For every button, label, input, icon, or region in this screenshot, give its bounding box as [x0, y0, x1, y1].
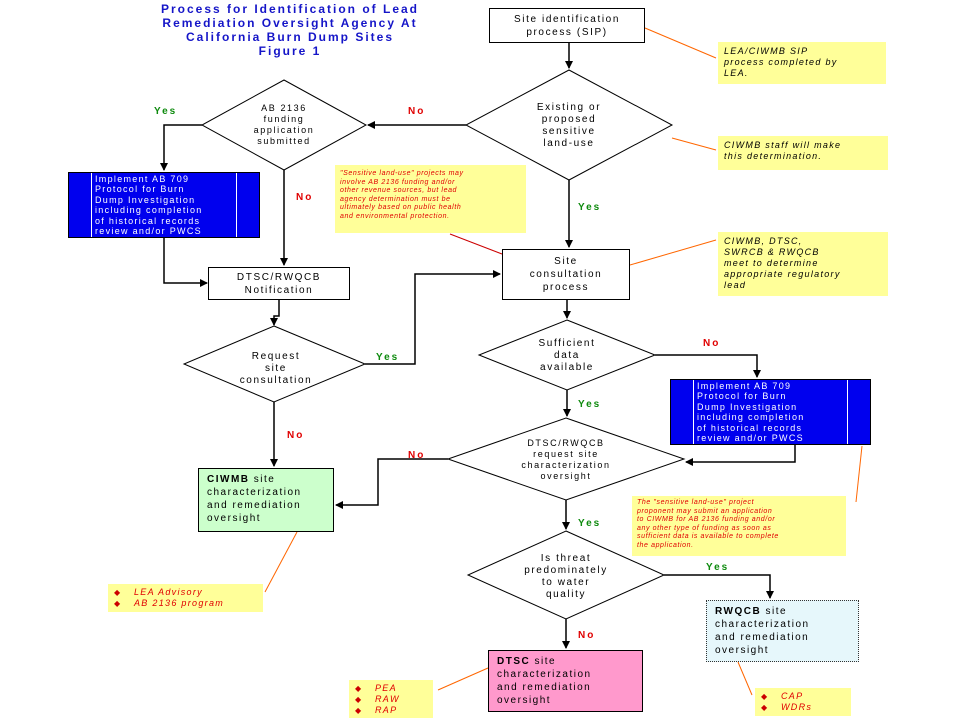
bullet-item: ◆AB 2136 program: [114, 598, 225, 608]
title-line-4: Figure 1: [258, 44, 322, 58]
arrow-implement-right-back: [685, 445, 796, 466]
label-yes-existing: Yes: [578, 202, 602, 213]
arrow-implement-to-notification: [163, 238, 208, 287]
label-yes-threat: Yes: [706, 562, 730, 573]
bullet-item: ◆RAW: [355, 694, 400, 704]
leader-sensitive-note: [449, 233, 503, 255]
diamond-bullet-icon: ◆: [114, 599, 122, 608]
bullet-item: ◆LEA Advisory: [114, 587, 203, 597]
note-sensitive-land-use: "Sensitive land-use" projects may involv…: [335, 165, 526, 233]
label-request: Request site consultation: [239, 351, 313, 386]
arrow-request-yes: [365, 270, 501, 365]
diamond-bullet-icon: ◆: [355, 706, 363, 715]
diamond-bullet-icon: ◆: [355, 684, 363, 693]
arrow-threat-yes: [664, 574, 774, 599]
label-no-request: No: [287, 430, 305, 441]
node-ciwmb-oversight: CIWMB site characterization and remediat…: [198, 468, 334, 532]
leader-pea: [437, 667, 489, 691]
arrow-notification-to-request: [270, 300, 280, 326]
label-yes-dtsc-request: Yes: [578, 518, 602, 529]
bullets-lea-advisory: ◆LEA Advisory ◆AB 2136 program: [108, 584, 263, 612]
title-line-1: Process for Identification of Lead: [160, 2, 420, 16]
label-no-ab2136: No: [296, 192, 314, 203]
bullet-item: ◆WDRs: [761, 702, 813, 712]
leader-lea: [264, 531, 298, 593]
leader-sip-note: [644, 27, 717, 59]
diamond-bullet-icon: ◆: [114, 588, 122, 597]
node-notification: DTSC/RWQCB Notification: [208, 267, 350, 300]
label-sufficient: Sufficient data available: [538, 338, 596, 373]
bullets-pea: ◆PEA ◆RAW ◆RAP: [349, 680, 433, 718]
bullet-item: ◆CAP: [761, 691, 804, 701]
note-proponent-application: The "sensitive land-use" project propone…: [632, 496, 846, 556]
label-yes-sufficient: Yes: [578, 399, 602, 410]
label-dtsc-request: DTSC/RWQCB request site characterization…: [521, 438, 611, 481]
label-yes-request: Yes: [376, 352, 400, 363]
bullet-item: ◆RAP: [355, 705, 398, 715]
diamond-bullet-icon: ◆: [761, 703, 769, 712]
label-ab2136: AB 2136 funding application submitted: [253, 103, 315, 146]
arrow-dtsc-request-no: [335, 458, 448, 509]
leader-meet-note: [629, 239, 717, 266]
label-no-existing: No: [408, 106, 426, 117]
node-implement-left: Implement AB 709 Protocol for Burn Dump …: [68, 172, 260, 238]
label-yes-ab2136: Yes: [154, 106, 178, 117]
label-threat: Is threat predominately to water quality: [524, 553, 608, 600]
bullet-item: ◆PEA: [355, 683, 397, 693]
node-site-identification: Site identification process (SIP): [489, 8, 645, 43]
arrow-sufficient-no: [655, 354, 761, 378]
arrow-ab2136-yes: [160, 124, 202, 171]
title-line-3: California Burn Dump Sites: [185, 30, 395, 44]
leader-cap: [737, 661, 753, 696]
bullets-cap: ◆CAP ◆WDRs: [755, 688, 851, 716]
note-staff-determination: CIWMB staff will make this determination…: [718, 136, 888, 170]
title-line-2: Remediation Oversight Agency At: [162, 16, 418, 30]
label-no-dtsc-request: No: [408, 450, 426, 461]
note-agencies-meet: CIWMB, DTSC, SWRCB & RWQCB meet to deter…: [718, 232, 888, 296]
label-existing: Existing or proposed sensitive land-use: [536, 102, 602, 149]
diamond-bullet-icon: ◆: [355, 695, 363, 704]
diagram-title: Process for Identification of Lead Remed…: [120, 2, 460, 58]
node-dtsc-oversight: DTSC site characterization and remediati…: [488, 650, 643, 712]
node-rwqcb-oversight: RWQCB site characterization and remediat…: [706, 600, 859, 662]
leader-proponent-note: [855, 445, 863, 503]
note-sip-completed: LEA/CIWMB SIP process completed by LEA.: [718, 42, 886, 84]
label-no-sufficient: No: [703, 338, 721, 349]
node-implement-right: Implement AB 709 Protocol for Burn Dump …: [670, 379, 871, 445]
diamond-bullet-icon: ◆: [761, 692, 769, 701]
label-no-threat: No: [578, 630, 596, 641]
node-site-consultation: Site consultation process: [502, 249, 630, 300]
leader-staff-note: [671, 137, 717, 151]
